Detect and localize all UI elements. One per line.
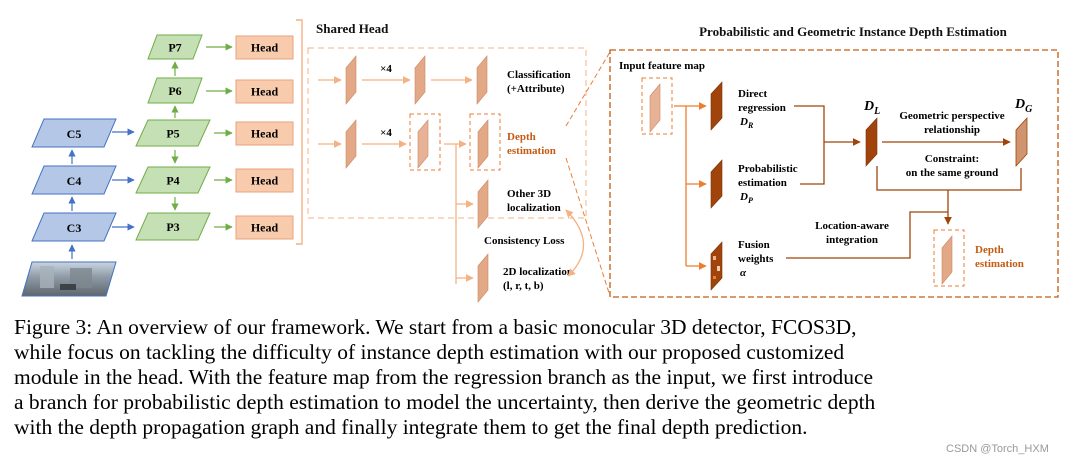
head-label: Head <box>251 174 279 188</box>
classification-label: Classification(+Attribute) <box>507 69 571 95</box>
dashed-highlight <box>409 113 441 171</box>
caption-line: with the depth propagation graph and fin… <box>14 415 808 439</box>
zoom-line <box>565 51 611 127</box>
p7-label: P7 <box>168 41 181 55</box>
dashed-highlight <box>469 113 501 171</box>
pyramid-p4: P4 <box>135 166 211 194</box>
shared-head-dashed-box <box>307 47 587 219</box>
backbone-c3: C3 <box>31 212 117 242</box>
feature-map <box>345 55 357 105</box>
p5-label: P5 <box>166 127 179 141</box>
output-depth-map <box>941 235 953 285</box>
backbone-fpn: C5 C4 C3 P7 P6 P5 <box>21 19 303 297</box>
zoom-line <box>565 157 611 297</box>
framework-diagram: C5 C4 C3 P7 P6 P5 <box>21 19 1059 303</box>
head-label: Head <box>251 85 279 99</box>
feature-map <box>345 119 357 169</box>
feature-map <box>477 253 489 303</box>
p4-label: P4 <box>166 174 179 188</box>
head-box-p5: Head <box>235 121 294 146</box>
c5-label: C5 <box>67 127 82 141</box>
alpha-symbol: α <box>740 267 747 279</box>
head-box-p4: Head <box>235 168 294 193</box>
repeat-label: ×4 <box>380 63 392 75</box>
watermark: CSDN @Torch_HXM <box>946 443 1049 455</box>
pyramid-p5: P5 <box>135 119 211 147</box>
consistency-loss-label: Consistency Loss <box>484 235 565 247</box>
dg-map <box>1015 116 1028 168</box>
head-label: Head <box>251 221 279 235</box>
arrow-dg-to-output <box>948 168 1022 191</box>
backbone-c4: C4 <box>31 165 117 195</box>
dp-symbol: DP <box>739 191 753 205</box>
pyramid-p6: P6 <box>147 77 203 104</box>
dg-symbol: DG <box>1014 97 1033 115</box>
head-label: Head <box>251 41 279 55</box>
repeat-label: ×4 <box>380 127 392 139</box>
dashed-highlight <box>933 229 965 287</box>
depth-module-title: Probabilistic and Geometric Instance Dep… <box>699 24 1008 39</box>
input-image-thumbnail <box>21 261 117 297</box>
direct-regression-map <box>710 81 723 131</box>
feature-map <box>414 55 426 105</box>
pyramid-p7: P7 <box>147 34 203 60</box>
dl-symbol: DL <box>863 99 880 117</box>
feature-map <box>417 119 429 169</box>
probabilistic-map <box>710 159 723 209</box>
constraint-label: Constraint:on the same ground <box>906 153 998 179</box>
head-box-p3: Head <box>235 215 294 240</box>
feature-map <box>476 55 488 105</box>
arrow-dp-to-merge <box>800 142 825 185</box>
input-feature-map <box>649 83 661 133</box>
arrow-dl-to-output <box>876 166 948 191</box>
head-box-p7: Head <box>235 35 294 60</box>
feature-map <box>477 179 489 229</box>
head-box-p6: Head <box>235 79 294 104</box>
depth-module: Probabilistic and Geometric Instance Dep… <box>609 24 1059 298</box>
arrow-dr-to-merge <box>794 105 825 142</box>
depth-module-dashed-box <box>609 49 1059 298</box>
shared-head: Shared Head ×4 Classification(+Attribute… <box>307 21 611 303</box>
caption-line: a branch for probabilistic depth estimat… <box>14 390 876 414</box>
shared-head-title: Shared Head <box>316 21 389 36</box>
head-bracket <box>296 19 303 245</box>
caption-line: Figure 3: An overview of our framework. … <box>14 315 857 339</box>
dl-map <box>865 117 878 167</box>
head-label: Head <box>251 127 279 141</box>
figure-caption: Figure 3: An overview of our framework. … <box>14 315 1084 440</box>
p6-label: P6 <box>168 84 181 98</box>
localization-2d-label: 2D localization(l, r, t, b) <box>503 266 573 292</box>
feature-map <box>477 119 489 169</box>
pyramid-p3: P3 <box>135 212 211 241</box>
dr-symbol: DR <box>739 116 754 130</box>
fusion-weights-map <box>710 241 723 291</box>
c4-label: C4 <box>67 174 82 188</box>
c3-label: C3 <box>67 221 82 235</box>
consistency-loss-arrow <box>565 209 585 277</box>
backbone-c5: C5 <box>31 118 117 148</box>
caption-line: module in the head. With the feature map… <box>14 365 874 389</box>
dashed-highlight <box>641 77 673 135</box>
caption-line: while focus on tackling the difficulty o… <box>14 340 845 364</box>
input-feature-map-label: Input feature map <box>619 60 705 72</box>
arrow-fusion-to-output <box>786 211 948 259</box>
p3-label: P3 <box>166 220 179 234</box>
